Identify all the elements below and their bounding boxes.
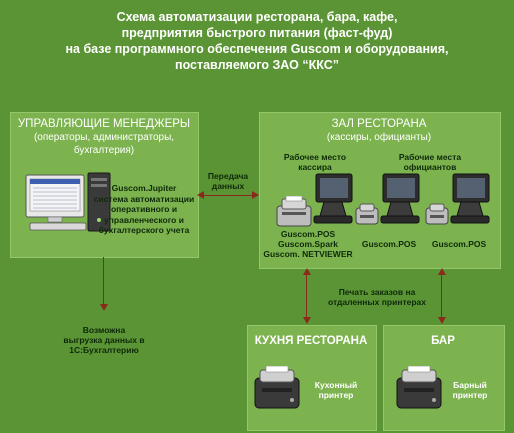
export-label-2: выгрузка данных в — [63, 335, 145, 345]
hall-sub: (кассиры, официанты) — [326, 132, 432, 143]
export-arrow-line — [103, 257, 104, 305]
waiter-label-1: Рабочие места — [398, 152, 462, 162]
pos-terminal-waiter-icon-1 — [380, 173, 420, 224]
kitchen-printer-2: принтер — [318, 390, 354, 400]
jupiter-desc-3: управленческого и — [104, 214, 184, 225]
print-orders-2: отдаленных принтерах — [327, 297, 426, 307]
waiter-1-software: Guscom.POS — [361, 239, 417, 249]
title-line-3: на базе программного обеспечения Guscom … — [65, 42, 449, 56]
waiter-stations-label: Рабочие места официантов — [380, 152, 480, 172]
bar-arrow-line — [441, 275, 442, 318]
waiter-printer-icon-2 — [425, 203, 449, 225]
export-label: Возможна выгрузка данных в 1С:Бухгалтери… — [50, 325, 158, 355]
bar-printer-2: принтер — [452, 390, 488, 400]
managers-sub-2: бухгалтерия) — [73, 145, 135, 156]
bar-heading: БАР — [431, 335, 455, 347]
kitchen-arrow-line — [306, 275, 307, 318]
kitchen-arrow-up-head — [302, 268, 311, 275]
jupiter-desc-4: бухгалтерского учета — [98, 225, 190, 235]
print-orders-label: Печать заказов на отдаленных принтерах — [322, 287, 432, 307]
managers-heading: УПРАВЛЯЮЩИЕ МЕНЕДЖЕРЫ — [17, 118, 191, 130]
kitchen-arrow-down-head — [302, 317, 311, 324]
cashier-station-label: Рабочее место кассира — [270, 152, 360, 172]
bar-printer-1: Барный — [453, 380, 487, 390]
export-arrow-head — [99, 304, 108, 311]
cashier-sw-1: Guscom.POS — [280, 229, 336, 239]
kitchen-printer-1: Кухонный — [314, 380, 358, 390]
kitchen-heading: КУХНЯ РЕСТОРАНА — [254, 335, 368, 347]
hall-heading-block: ЗАЛ РЕСТОРАНА (кассиры, официанты) — [259, 117, 499, 144]
cashier-label-1: Рабочее место — [283, 152, 347, 162]
cashier-software: Guscom.POS Guscom.Spark Guscom. NETVIEWE… — [262, 229, 354, 259]
jupiter-desc-1: система автоматизации — [93, 193, 195, 204]
title-line-4: поставляемого ЗАО “ККС” — [175, 58, 339, 72]
bar-printer-icon — [396, 366, 442, 409]
cashier-sw-2: Guscom.Spark — [278, 239, 338, 249]
transfer-label-2: данных — [211, 181, 245, 191]
jupiter-description: Guscom.Jupiter система автоматизации опе… — [90, 183, 198, 236]
waiter-label-2: официантов — [403, 162, 457, 172]
cashier-sw-3: Guscom. NETVIEWER — [263, 249, 353, 259]
pos-terminal-cashier-icon — [313, 173, 353, 224]
receipt-printer-icon — [276, 196, 312, 227]
transfer-arrow-line — [204, 195, 252, 196]
title-line-2: предприятия быстрого питания (фаст-фуд) — [121, 26, 393, 40]
bar-arrow-down-head — [437, 317, 446, 324]
kitchen-printer-label: Кухонный принтер — [302, 380, 370, 400]
jupiter-desc-2: оперативного и — [110, 204, 178, 214]
bar-arrow-up-head — [437, 268, 446, 275]
hall-heading: ЗАЛ РЕСТОРАНА — [331, 118, 427, 130]
kitchen-printer-icon — [254, 366, 300, 409]
bar-printer-label: Барный принтер — [440, 380, 500, 400]
computer-icon — [25, 172, 111, 232]
managers-sub-1: (операторы, администраторы, — [33, 132, 175, 143]
print-orders-1: Печать заказов на — [338, 287, 416, 297]
transfer-arrow-left-head — [197, 191, 204, 199]
waiter-printer-icon-1 — [355, 203, 379, 225]
cashier-label-2: кассира — [298, 162, 332, 172]
jupiter-app-name: Guscom.Jupiter — [111, 183, 177, 193]
export-label-3: 1С:Бухгалтерию — [69, 345, 139, 355]
diagram-title: Схема автоматизации ресторана, бара, каф… — [0, 9, 514, 73]
transfer-label: Передача данных — [196, 171, 260, 191]
transfer-arrow-right-head — [252, 191, 259, 199]
transfer-label-1: Передача — [207, 171, 249, 181]
managers-heading-block: УПРАВЛЯЮЩИЕ МЕНЕДЖЕРЫ (операторы, админи… — [10, 117, 198, 157]
pos-terminal-waiter-icon-2 — [450, 173, 490, 224]
title-line-1: Схема автоматизации ресторана, бара, каф… — [116, 10, 398, 24]
export-label-1: Возможна — [82, 325, 126, 335]
waiter-2-software: Guscom.POS — [431, 239, 487, 249]
